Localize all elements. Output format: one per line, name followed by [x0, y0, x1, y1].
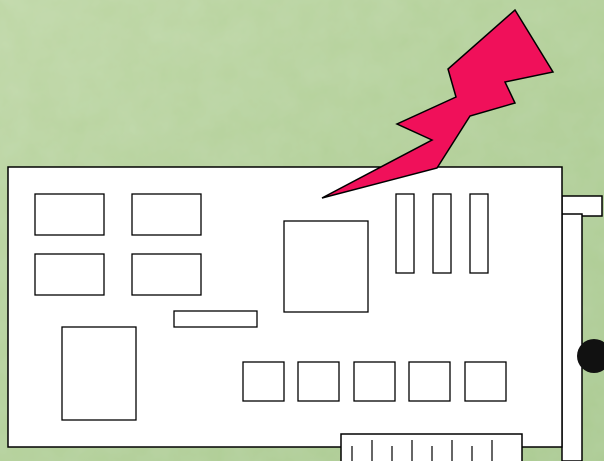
- vertical-slot: [396, 194, 414, 273]
- memory-chip: [132, 254, 201, 295]
- capacitor: [243, 362, 284, 401]
- capacitor: [409, 362, 450, 401]
- capacitor: [465, 362, 506, 401]
- vertical-slot: [470, 194, 488, 273]
- memory-chip: [35, 194, 104, 235]
- vertical-slot: [433, 194, 451, 273]
- capacitor: [354, 362, 395, 401]
- capacitor: [298, 362, 339, 401]
- small-header: [174, 311, 257, 327]
- edge-connector: [341, 434, 522, 461]
- processor-chip: [284, 221, 368, 312]
- memory-chip: [35, 254, 104, 295]
- large-chip: [62, 327, 136, 420]
- memory-chip: [132, 194, 201, 235]
